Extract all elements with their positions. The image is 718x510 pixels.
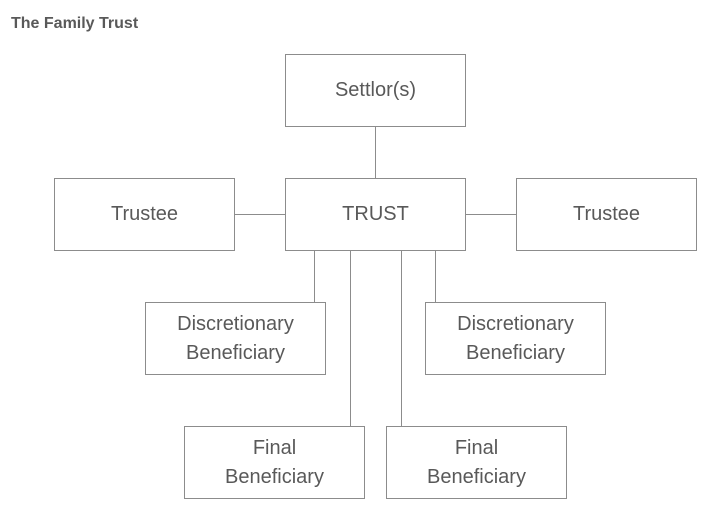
trustee-right-node: Trustee — [516, 178, 697, 251]
trustee-right-label: Trustee — [572, 203, 641, 225]
discretionary-beneficiary-right-label: Discretionary Beneficiary — [457, 312, 574, 364]
discretionary-beneficiary-right-node: Discretionary Beneficiary — [425, 302, 606, 375]
discretionary-beneficiary-left-label: Discretionary Beneficiary — [177, 312, 294, 364]
settlor-label: Settlor(s) — [334, 79, 417, 101]
diagram-title: The Family Trust — [11, 15, 139, 32]
trustee-left-label: Trustee — [110, 203, 179, 225]
final-beneficiary-left-node: Final Beneficiary — [184, 426, 365, 499]
trust-label: TRUST — [342, 203, 409, 225]
final-beneficiary-right-node: Final Beneficiary — [386, 426, 567, 499]
trust-node: TRUST — [285, 178, 466, 251]
trustee-left-node: Trustee — [54, 178, 235, 251]
settlor-node: Settlor(s) — [285, 54, 466, 127]
final-beneficiary-left-label: Final Beneficiary — [225, 436, 324, 488]
discretionary-beneficiary-left-node: Discretionary Beneficiary — [145, 302, 326, 375]
final-beneficiary-right-label: Final Beneficiary — [427, 436, 526, 488]
